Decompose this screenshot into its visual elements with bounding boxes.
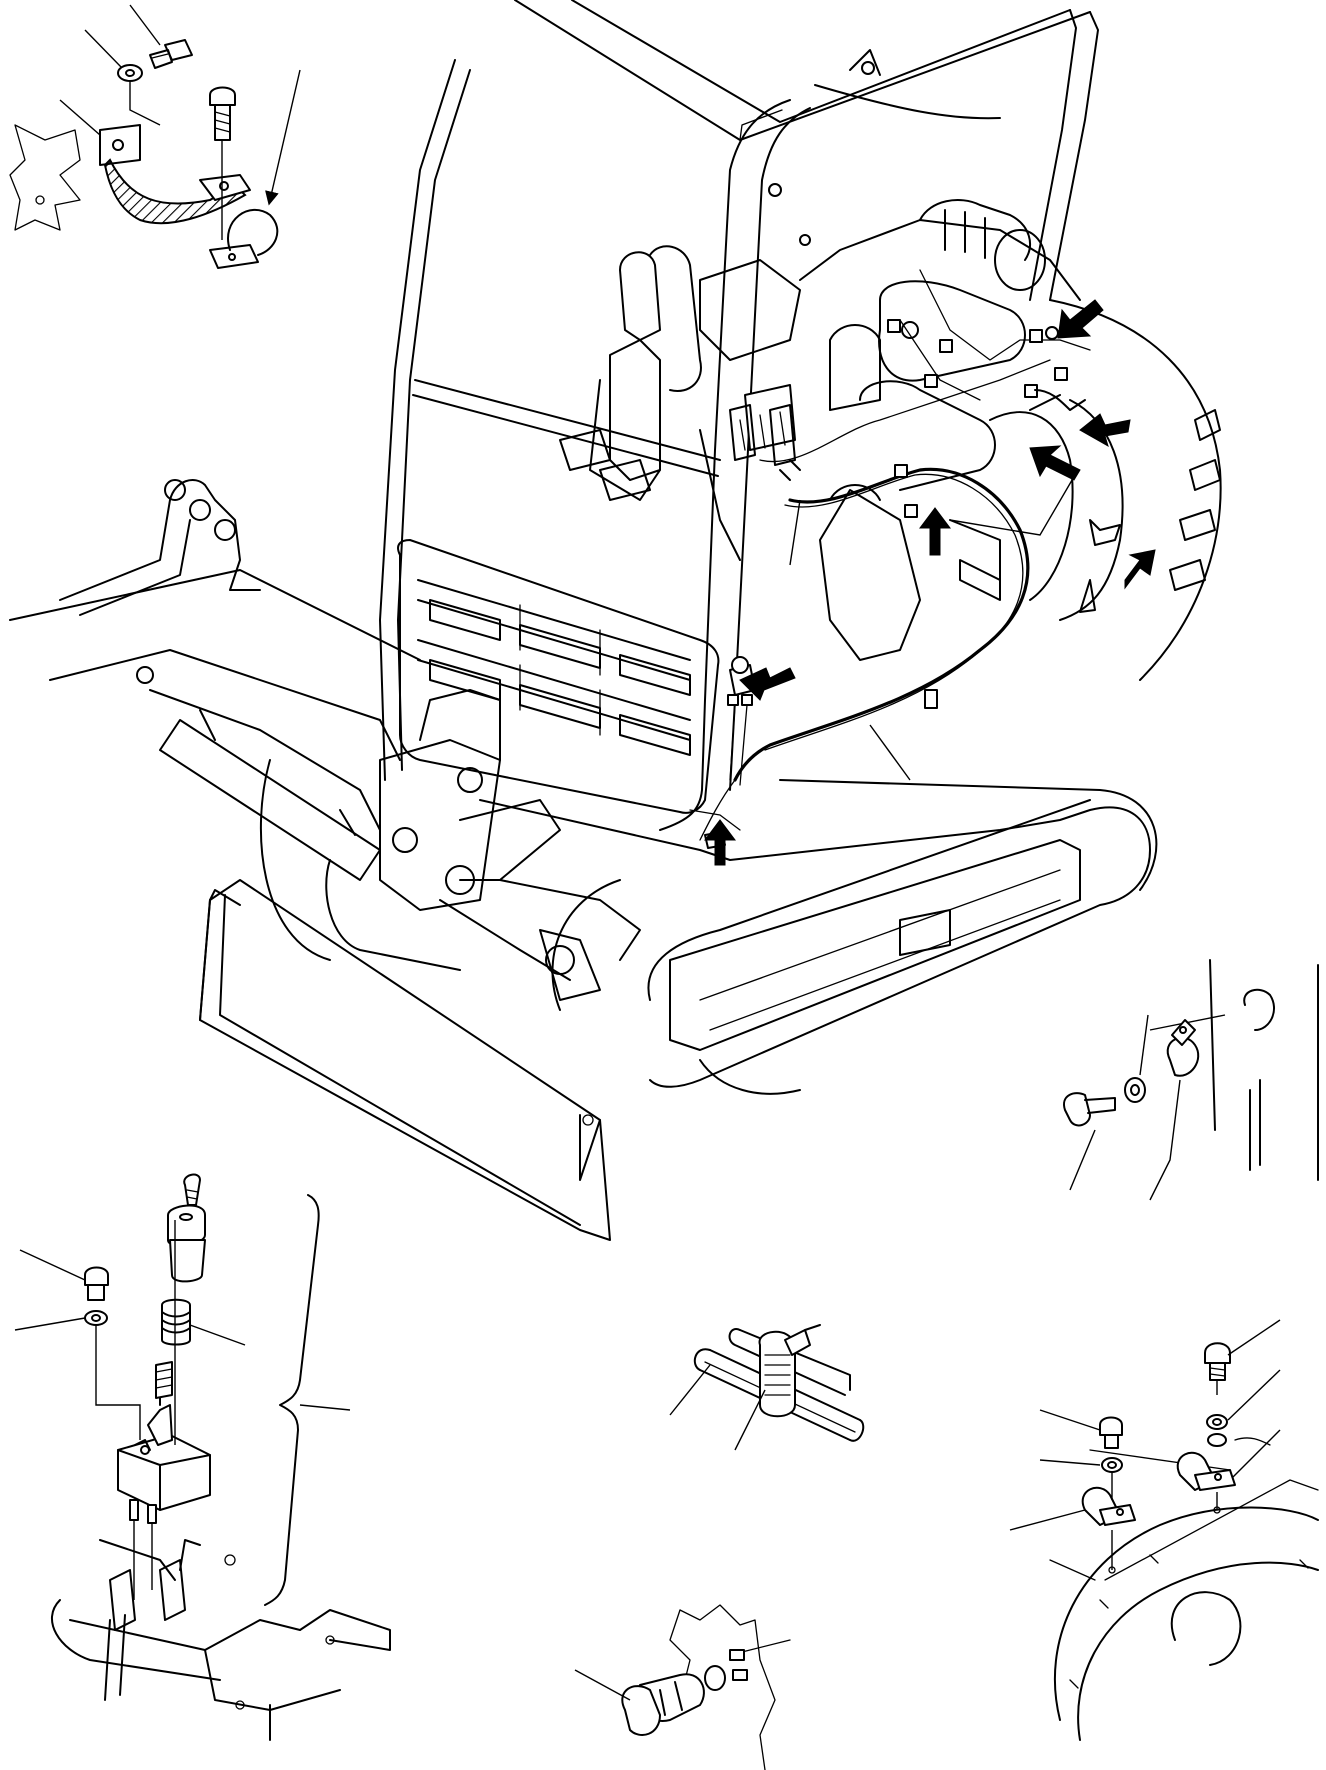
callout-arrows [704, 299, 1156, 866]
tie-band-detail [669, 1324, 865, 1451]
clip-detail-right [1063, 959, 1319, 1201]
right-track [699, 779, 1158, 1095]
engine [799, 199, 1222, 681]
wiring-harness [689, 269, 1091, 841]
main-machine-view [9, 0, 1222, 1241]
dozer-blade [199, 879, 611, 1241]
leader-lines [789, 474, 1076, 781]
relay-box [729, 384, 801, 481]
ground-strap-detail [9, 4, 301, 269]
canopy-roof [514, 0, 1091, 141]
rops-frame [379, 9, 1099, 831]
sensor-detail [574, 1604, 791, 1770]
switch-assembly-detail [14, 1173, 391, 1741]
boom-arm [9, 479, 501, 911]
flywheel-clip-detail [1009, 1319, 1319, 1741]
control-console [559, 245, 801, 561]
undercarriage [259, 759, 1151, 1088]
